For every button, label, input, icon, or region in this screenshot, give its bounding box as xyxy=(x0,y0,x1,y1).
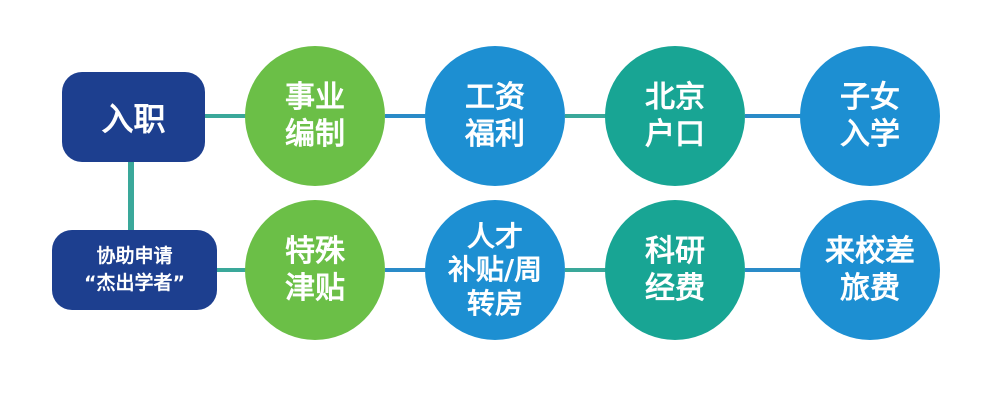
benefit-circle-travel: 来校差 旅费 xyxy=(800,200,940,340)
connector-row1-1 xyxy=(205,114,255,118)
connector-row1-4 xyxy=(745,114,805,118)
benefit-circle-salary: 工资 福利 xyxy=(425,46,565,186)
benefit-circle-allowance: 特殊 津贴 xyxy=(245,200,385,340)
benefit-label: 工资 福利 xyxy=(465,79,525,153)
onboarding-node: 入职 xyxy=(62,72,205,162)
benefit-label: 来校差 旅费 xyxy=(825,233,915,307)
benefit-label: 科研 经费 xyxy=(645,233,705,307)
connector-vertical xyxy=(128,160,134,232)
connector-row2-1 xyxy=(215,268,255,272)
benefit-label: 人才 补贴/周 转房 xyxy=(447,220,543,320)
benefit-circle-establishment: 事业 编制 xyxy=(245,46,385,186)
connector-row2-4 xyxy=(745,268,805,272)
scholar-application-label: 协助申请 “杰出学者” xyxy=(84,245,185,294)
scholar-application-node: 协助申请 “杰出学者” xyxy=(52,230,217,310)
benefit-label: 特殊 津贴 xyxy=(285,233,345,307)
benefit-circle-schooling: 子女 入学 xyxy=(800,46,940,186)
connector-row1-2 xyxy=(385,114,435,118)
onboarding-label: 入职 xyxy=(101,100,166,138)
connector-row1-3 xyxy=(565,114,615,118)
benefit-circle-hukou: 北京 户口 xyxy=(605,46,745,186)
connector-row2-3 xyxy=(565,268,615,272)
benefit-circle-housing: 人才 补贴/周 转房 xyxy=(425,200,565,340)
benefit-label: 子女 入学 xyxy=(840,79,900,153)
benefit-label: 北京 户口 xyxy=(645,79,705,153)
benefit-circle-research-funds: 科研 经费 xyxy=(605,200,745,340)
benefit-label: 事业 编制 xyxy=(285,79,345,153)
connector-row2-2 xyxy=(385,268,435,272)
